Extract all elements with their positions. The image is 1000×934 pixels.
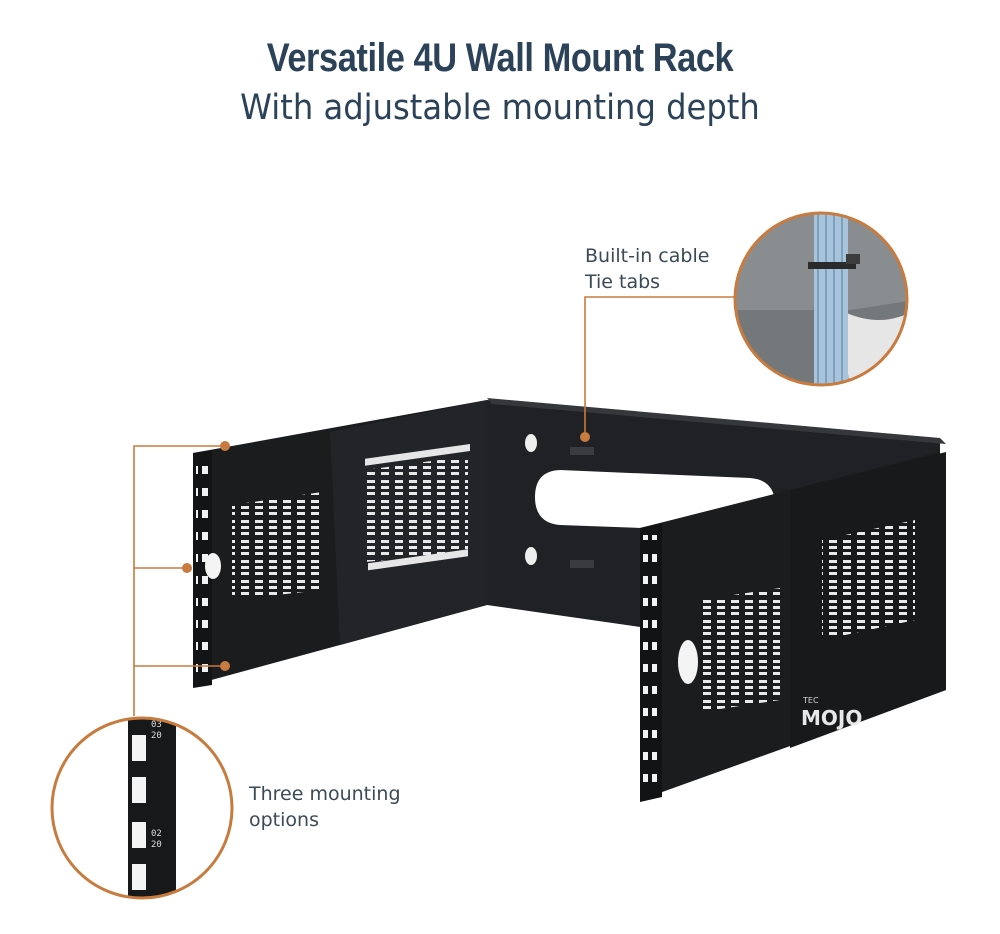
callout-cable-line1: Built-in cable	[585, 245, 710, 267]
brand-logo: MOJO	[801, 706, 862, 730]
product-title: Versatile 4U Wall Mount Rack	[266, 36, 734, 80]
cable-tie-zoom	[733, 211, 909, 387]
callout-dots	[182, 432, 590, 671]
callout-cable-line2: Tie tabs	[585, 271, 661, 293]
callout-mount-line1: Three mounting	[249, 783, 401, 805]
product-subtitle: With adjustable mounting depth	[240, 88, 760, 128]
callout-mounting-options: Three mounting options	[249, 781, 401, 833]
callout-cable-tie-tabs: Built-in cable Tie tabs	[585, 243, 709, 295]
rail-mark-3: 02	[151, 829, 162, 839]
rail-mark-2: 20	[151, 731, 162, 741]
mounting-rail-zoom: 03 20 02 20	[50, 716, 234, 900]
callout-mount-line2: options	[249, 809, 319, 831]
brand-logo-small: TEC	[802, 696, 819, 705]
callout-leaders	[133, 296, 736, 716]
rail-mark-4: 20	[151, 840, 162, 850]
rail-mark-1: 03	[151, 720, 162, 730]
